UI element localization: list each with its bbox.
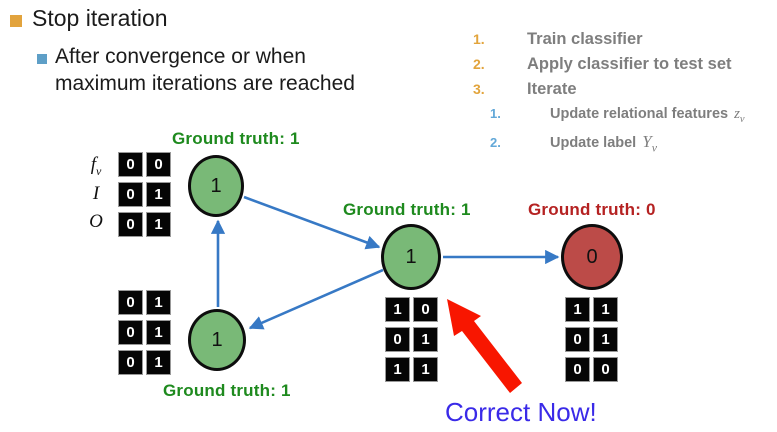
substep-update-label: 2. Update label Yv <box>490 132 657 155</box>
table-cell: 1 <box>146 350 171 375</box>
table-cell: 0 <box>118 182 143 207</box>
bullet-convergence-line2: maximum iterations are reached <box>55 72 355 95</box>
feature-table-bottom-left: 0 1 0 1 0 1 <box>118 290 171 375</box>
table-cell: 1 <box>146 290 171 315</box>
level1-bullet-square-icon <box>10 15 22 27</box>
step-train-classifier: 1. Train classifier <box>473 30 643 49</box>
feature-table-center: 1 0 0 1 1 1 <box>385 297 438 382</box>
table-cell: 1 <box>593 327 618 352</box>
table-cell: 0 <box>118 350 143 375</box>
substep-label: Update relational features <box>550 106 729 122</box>
substep-label: Update label <box>550 135 637 151</box>
step-number: 2. <box>473 56 485 72</box>
table-cell: 0 <box>118 290 143 315</box>
math-yv: Yv <box>642 132 657 155</box>
table-cell: 0 <box>118 320 143 345</box>
table-cell: 1 <box>146 182 171 207</box>
table-cell: 1 <box>385 357 410 382</box>
table-cell: 0 <box>593 357 618 382</box>
ground-truth-label-bottom-left: Ground truth: 1 <box>163 381 291 400</box>
step-label: Apply classifier to test set <box>527 55 732 73</box>
ground-truth-label-center: Ground truth: 1 <box>343 200 471 219</box>
substep-update-relational-features: 1. Update relational features zv <box>490 106 745 125</box>
graph-node-top-left: 1 <box>188 155 244 217</box>
feature-label-fv: fv <box>90 154 102 178</box>
table-cell: 1 <box>146 212 171 237</box>
graph-node-center: 1 <box>381 224 441 290</box>
table-cell: 1 <box>413 327 438 352</box>
table-cell: 1 <box>385 297 410 322</box>
table-cell: 0 <box>565 357 590 382</box>
table-cell: 1 <box>413 357 438 382</box>
table-cell: 0 <box>565 327 590 352</box>
graph-node-right: 0 <box>561 224 623 290</box>
table-cell: 0 <box>118 212 143 237</box>
step-apply-classifier: 2. Apply classifier to test set <box>473 55 732 74</box>
table-cell: 0 <box>385 327 410 352</box>
graph-node-bottom-left: 1 <box>188 309 246 371</box>
node-value: 1 <box>405 245 417 268</box>
level2-bullet-square-icon <box>37 54 47 64</box>
feature-label-o: O <box>89 211 103 232</box>
table-cell: 1 <box>593 297 618 322</box>
table-cell: 0 <box>118 152 143 177</box>
step-iterate: 3. Iterate <box>473 80 577 99</box>
highlight-arrow-icon <box>447 299 522 393</box>
bullet-stop-iteration: Stop iteration <box>32 5 168 31</box>
feature-table-right: 1 1 0 1 0 0 <box>565 297 618 382</box>
feature-table-top-left: 0 0 0 1 0 1 <box>118 152 171 237</box>
feature-label-i: I <box>92 183 100 204</box>
ground-truth-label-top-left: Ground truth: 1 <box>172 129 300 148</box>
edge-center-to-bottomleft <box>248 268 384 330</box>
substep-number: 2. <box>490 135 501 150</box>
step-label: Iterate <box>527 80 577 98</box>
table-cell: 0 <box>146 152 171 177</box>
table-cell: 1 <box>146 320 171 345</box>
table-cell: 0 <box>413 297 438 322</box>
step-number: 3. <box>473 81 485 97</box>
step-number: 1. <box>473 31 485 47</box>
node-value: 0 <box>586 245 598 268</box>
bullet-convergence-line1: After convergence or when <box>55 45 306 68</box>
step-label: Train classifier <box>527 30 643 48</box>
table-cell: 1 <box>565 297 590 322</box>
substep-number: 1. <box>490 106 501 121</box>
node-value: 1 <box>211 328 223 351</box>
node-value: 1 <box>210 174 222 197</box>
correct-now-annotation: Correct Now! <box>445 397 597 427</box>
ground-truth-label-right: Ground truth: 0 <box>528 200 656 219</box>
math-zv: zv <box>734 106 745 125</box>
